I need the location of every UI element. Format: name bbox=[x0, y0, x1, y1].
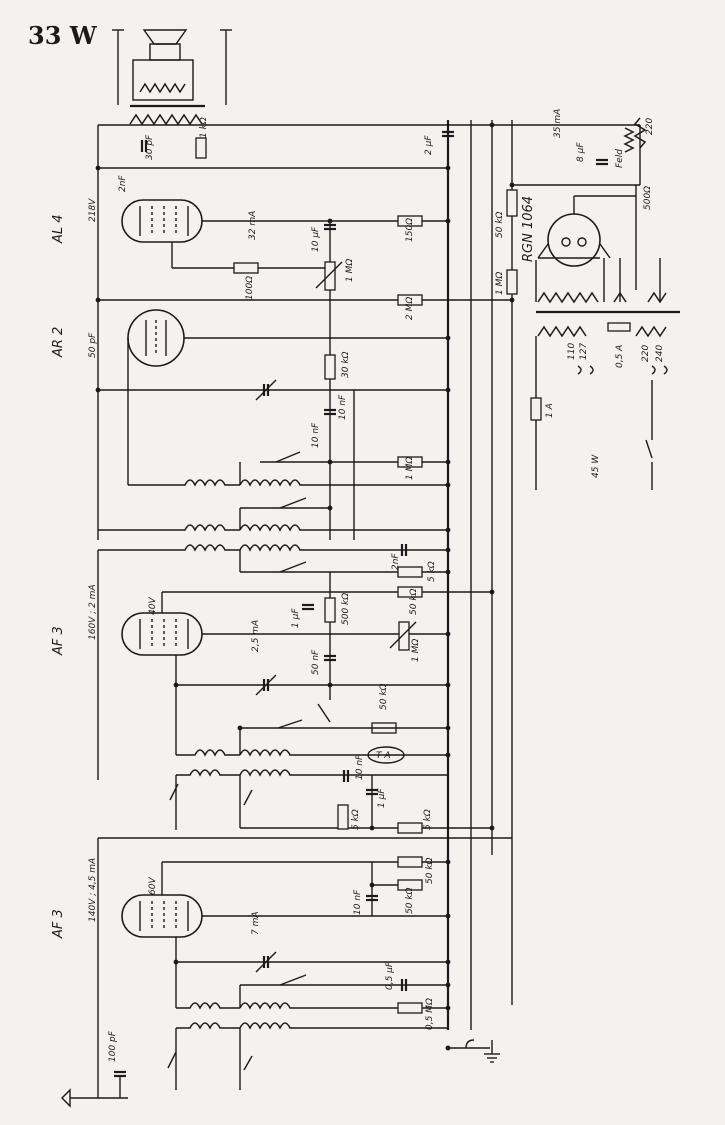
tube-af3-lower bbox=[121, 894, 203, 938]
kohm5-label: 5 kΩ bbox=[427, 561, 437, 582]
antenna-input-icon bbox=[61, 1000, 128, 1108]
uf05-label: 0,5 μF bbox=[385, 961, 395, 990]
cap-1uf bbox=[302, 603, 314, 611]
af3a-label: AF 3 bbox=[51, 626, 66, 656]
volume-potentiometer bbox=[315, 261, 343, 291]
ma7-label: 7 mA bbox=[251, 911, 261, 935]
variable-capacitor-3 bbox=[255, 951, 277, 973]
mohm1b-label: 1 MΩ bbox=[495, 272, 505, 295]
v127-label: 127 bbox=[579, 343, 589, 360]
v220-label: 220 bbox=[645, 118, 655, 135]
mains-switch bbox=[645, 439, 653, 490]
uf2-label: 2 μF bbox=[424, 135, 434, 155]
v218-label: 218V bbox=[88, 198, 98, 222]
mohm1c-label: 1 MΩ bbox=[405, 457, 415, 480]
kohm50e-label: 50 kΩ bbox=[405, 887, 415, 914]
ta-jack bbox=[367, 746, 405, 764]
ohm100-label: 100Ω bbox=[245, 276, 255, 300]
kohm30-label: 30 kΩ bbox=[341, 351, 351, 378]
ta-label: T A bbox=[376, 751, 391, 761]
ma25-label: 2,5 mA bbox=[251, 620, 261, 652]
kohm500-label: 500 kΩ bbox=[341, 593, 351, 625]
kohm50d-label: 50 kΩ bbox=[425, 857, 435, 884]
nf2b-label: 2nF bbox=[391, 553, 401, 570]
pf50-label: 50 pF bbox=[88, 332, 98, 358]
cap-8uf bbox=[596, 158, 608, 166]
coil-input-2 bbox=[167, 1022, 448, 1090]
kohm50b-label: 50 kΩ bbox=[409, 588, 419, 615]
nf10d-label: 10 nF bbox=[353, 889, 363, 915]
nf10a-label: 10 nF bbox=[338, 394, 348, 420]
kohm1-label: 1 kΩ bbox=[199, 117, 209, 138]
ohm150-label: 150Ω bbox=[405, 218, 415, 242]
schematic-title: 33 W bbox=[28, 21, 98, 50]
uf8-label: 8 μF bbox=[576, 142, 586, 162]
w45-label: 45 W bbox=[591, 454, 601, 478]
cap-30pf bbox=[140, 140, 148, 152]
coil-input-1 bbox=[175, 962, 448, 1010]
coil-af3-1 bbox=[175, 685, 448, 757]
v110-label: 110 bbox=[567, 343, 577, 360]
ar2-label: AR 2 bbox=[51, 327, 66, 358]
a05-label: 0,5 A bbox=[615, 345, 625, 368]
mains-transformer bbox=[535, 258, 680, 338]
a1-label: 1 A bbox=[545, 403, 555, 418]
ma45-label: 140V ; 4,5 mA bbox=[88, 858, 98, 922]
uf1b-label: 1 μF bbox=[377, 788, 387, 808]
v60-label: 60V bbox=[148, 877, 158, 895]
cap-50nf bbox=[324, 654, 336, 662]
ma35-label: 35 mA bbox=[553, 109, 563, 138]
mohm1d-label: 1 MΩ bbox=[411, 639, 421, 662]
kohm5c-label: 5 kΩ bbox=[423, 809, 433, 830]
af3b-label: AF 3 bbox=[51, 909, 66, 939]
cap-2nf bbox=[400, 544, 408, 556]
tube-af3-upper bbox=[121, 612, 203, 656]
uf10-label: 10 μF bbox=[311, 226, 321, 252]
cap-05uf bbox=[400, 979, 408, 991]
nf10c-label: 10 nF bbox=[355, 754, 365, 780]
kohm50a-label: 50 kΩ bbox=[495, 211, 505, 238]
coil-ar2-1 bbox=[128, 451, 448, 487]
mohm2-label: 2 MΩ bbox=[405, 297, 415, 320]
ground-icon bbox=[465, 1039, 500, 1063]
kohm50c-label: 50 kΩ bbox=[379, 683, 389, 710]
rgn-label: RGN 1064 bbox=[521, 196, 536, 262]
feld-label: Feld bbox=[615, 149, 625, 168]
nf2-label: 2nF bbox=[118, 175, 128, 192]
nf50-label: 50 nF bbox=[311, 649, 321, 675]
main-buses bbox=[97, 120, 513, 1030]
mohm1a-label: 1 MΩ bbox=[345, 259, 355, 282]
cap-2uf bbox=[442, 130, 454, 138]
tube-ar2 bbox=[127, 309, 185, 367]
variable-capacitor-1 bbox=[255, 379, 277, 401]
v40-label: 40V bbox=[148, 597, 158, 615]
al4-label: AL 4 bbox=[51, 214, 66, 244]
pf30-label: 30 pF bbox=[145, 134, 155, 160]
uf1-label: 1 μF bbox=[291, 608, 301, 628]
field-coil bbox=[623, 127, 635, 153]
speaker-icon bbox=[112, 29, 232, 126]
nf10b-label: 10 nF bbox=[311, 422, 321, 448]
coil-ar2-2 bbox=[98, 497, 448, 532]
gain-potentiometer bbox=[389, 621, 417, 651]
v220b-label: 220 bbox=[641, 345, 651, 362]
v240-label: 240 bbox=[655, 345, 665, 362]
tube-rgn1064 bbox=[547, 195, 636, 267]
tube-al4 bbox=[121, 199, 203, 243]
junction-dots bbox=[95, 122, 515, 1051]
coil-af3-2 bbox=[169, 769, 448, 830]
ma2-label: 160V ; 2 mA bbox=[88, 584, 98, 640]
cap-10nf-c bbox=[342, 770, 350, 782]
cap-10nf-a bbox=[324, 408, 336, 416]
cap-10nf-d bbox=[366, 894, 378, 902]
variable-capacitor-2 bbox=[255, 674, 277, 696]
mohm05-label: 0,5 MΩ bbox=[425, 998, 435, 1030]
ma32-label: 32 mA bbox=[248, 211, 258, 240]
pf100-label: 100 pF bbox=[108, 1030, 118, 1062]
kohm5b-label: 5 kΩ bbox=[351, 809, 361, 830]
ohm500-label: 500Ω bbox=[643, 186, 653, 210]
